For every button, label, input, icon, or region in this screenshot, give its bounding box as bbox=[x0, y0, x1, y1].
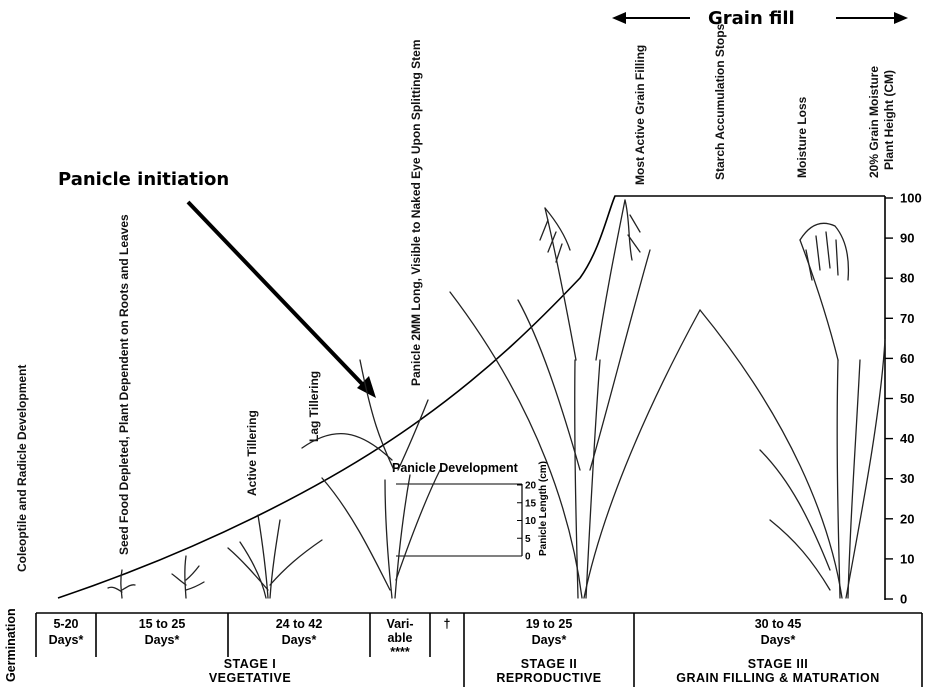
period-3-line2: Days* bbox=[282, 633, 317, 647]
stage-3-desc: GRAIN FILLING & MATURATION bbox=[676, 671, 880, 685]
arrow-left-icon bbox=[612, 12, 626, 24]
panicle-tick-label: 15 bbox=[525, 498, 537, 509]
plant-height-curve bbox=[58, 196, 885, 598]
label-plant-height: Plant Height (CM) bbox=[882, 70, 896, 170]
label-grain-moisture: 20% Grain Moisture bbox=[867, 66, 881, 178]
period-6-line1: 19 to 25 bbox=[526, 617, 573, 631]
label-panicle-development: Panicle Development bbox=[392, 461, 519, 475]
germination-label: Germination bbox=[4, 608, 18, 682]
label-coleoptile: Coleoptile and Radicle Development bbox=[15, 365, 29, 572]
height-tick-label: 80 bbox=[900, 271, 914, 286]
panicle-length-axis: 20 15 10 5 0 Panicle Length (cm) bbox=[396, 461, 549, 563]
panicle-tick-label: 0 bbox=[525, 552, 531, 563]
panicle-initiation-arrow bbox=[188, 202, 366, 388]
period-2-line2: Days* bbox=[145, 633, 180, 647]
height-tick-label: 20 bbox=[900, 511, 914, 526]
label-starch-stops: Starch Accumulation Stops bbox=[713, 23, 727, 180]
height-tick-label: 40 bbox=[900, 431, 914, 446]
plant-mature bbox=[700, 223, 885, 598]
panicle-tick-label: 5 bbox=[525, 534, 531, 545]
stage-2-name: STAGE II bbox=[521, 657, 578, 671]
label-lag-tillering: Lag Tillering bbox=[307, 371, 321, 442]
stage-1-desc: VEGETATIVE bbox=[209, 671, 291, 685]
height-tick-label: 10 bbox=[900, 551, 914, 566]
plant-seedling bbox=[172, 556, 204, 598]
panicle-tick-label: 10 bbox=[525, 516, 537, 527]
height-tick-label: 90 bbox=[900, 231, 914, 246]
height-tick-label: 60 bbox=[900, 351, 914, 366]
period-6-line2: Days* bbox=[532, 633, 567, 647]
panicle-initiation-label: Panicle initiation bbox=[58, 169, 229, 190]
stage-2-desc: REPRODUCTIVE bbox=[496, 671, 601, 685]
period-2-line1: 15 to 25 bbox=[139, 617, 186, 631]
label-active-tillering: Active Tillering bbox=[245, 410, 259, 496]
grain-fill-header: Grain fill bbox=[612, 8, 908, 29]
arrow-right-icon bbox=[894, 12, 908, 24]
panicle-axis-title: Panicle Length (cm) bbox=[538, 461, 549, 556]
label-moisture-loss: Moisture Loss bbox=[795, 96, 809, 178]
plant-germination bbox=[108, 570, 135, 598]
period-5-line1: † bbox=[444, 617, 451, 631]
period-1-line1: 5-20 bbox=[53, 617, 78, 631]
stage-1-name: STAGE I bbox=[224, 657, 277, 671]
plant-reproductive bbox=[450, 200, 700, 598]
stage-3-name: STAGE III bbox=[748, 657, 809, 671]
period-7-line1: 30 to 45 bbox=[755, 617, 802, 631]
label-panicle-2mm: Panicle 2MM Long, Visible to Naked Eye U… bbox=[409, 40, 423, 387]
plant-active-tillering bbox=[228, 515, 322, 598]
height-tick-label: 50 bbox=[900, 391, 914, 406]
period-4-line3: **** bbox=[390, 645, 410, 659]
height-tick-label: 30 bbox=[900, 471, 914, 486]
panicle-tick-label: 20 bbox=[525, 481, 537, 492]
period-3-line1: 24 to 42 bbox=[276, 617, 323, 631]
label-seed-food: Seed Food Depleted, Plant Dependent on R… bbox=[117, 214, 131, 555]
height-tick-label: 100 bbox=[900, 191, 922, 206]
period-7-line2: Days* bbox=[761, 633, 796, 647]
plant-lag-tillering bbox=[302, 360, 440, 598]
period-4-line1: Vari- bbox=[386, 617, 413, 631]
period-1-line2: Days* bbox=[49, 633, 84, 647]
period-4-line2: able bbox=[387, 631, 412, 645]
height-tick-label: 70 bbox=[900, 311, 914, 326]
timeline: Germination 5-20 Days* 15 to 25 Days* 24… bbox=[4, 608, 922, 687]
label-most-active: Most Active Grain Filling bbox=[633, 45, 647, 185]
height-tick-label: 0 bbox=[900, 592, 907, 607]
